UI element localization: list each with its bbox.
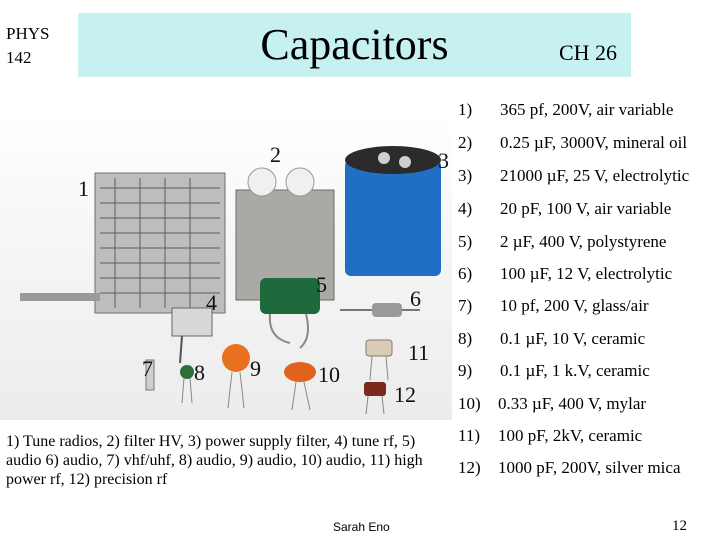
photo-label-10: 10: [318, 362, 340, 387]
silver-mica-capacitor: [364, 382, 386, 415]
glass-air-capacitor: [145, 359, 155, 391]
air-variable-capacitor-large: [20, 172, 226, 314]
photo-label-11: 11: [408, 340, 430, 365]
photo-label-1: 1: [78, 176, 89, 201]
usage-caption: 1) Tune radios, 2) filter HV, 3) power s…: [6, 433, 423, 488]
photo-label-8: 8: [194, 360, 205, 385]
course-code-line1: PHYS: [6, 24, 50, 43]
ceramic-capacitor-high-voltage: [365, 339, 393, 381]
author-footer: Sarah Eno: [333, 520, 390, 534]
photo-label-12: 12: [394, 382, 416, 407]
air-variable-capacitor-small: [171, 307, 213, 364]
course-code-line2: 142: [6, 48, 32, 67]
photo-label-9: 9: [250, 356, 261, 381]
capacitor-photo: 1 2 3 4 5 6 7 8 9 10 11 12: [0, 118, 452, 420]
small-electrolytic-capacitor: [340, 303, 420, 317]
photo-label-4: 4: [206, 290, 217, 315]
photo-label-7: 7: [142, 356, 153, 381]
polystyrene-capacitor: [260, 278, 320, 349]
title-bar: Capacitors CH 26: [78, 13, 631, 77]
slide-title: Capacitors: [260, 20, 449, 69]
photo-label-6: 6: [410, 286, 421, 311]
ceramic-capacitor-orange-disc: [222, 344, 250, 409]
chapter-label: CH 26: [558, 40, 617, 65]
capacitor-photo-illustration: [20, 146, 441, 415]
blue-electrolytic-capacitor: [345, 146, 441, 276]
mylar-capacitor: [284, 362, 316, 411]
page-number: 12: [672, 518, 687, 534]
photo-label-5: 5: [316, 272, 327, 297]
ceramic-capacitor-green: [180, 365, 194, 404]
photo-label-2: 2: [270, 142, 281, 167]
photo-label-3: 3: [438, 148, 449, 173]
course-code: PHYS 142: [6, 22, 49, 70]
